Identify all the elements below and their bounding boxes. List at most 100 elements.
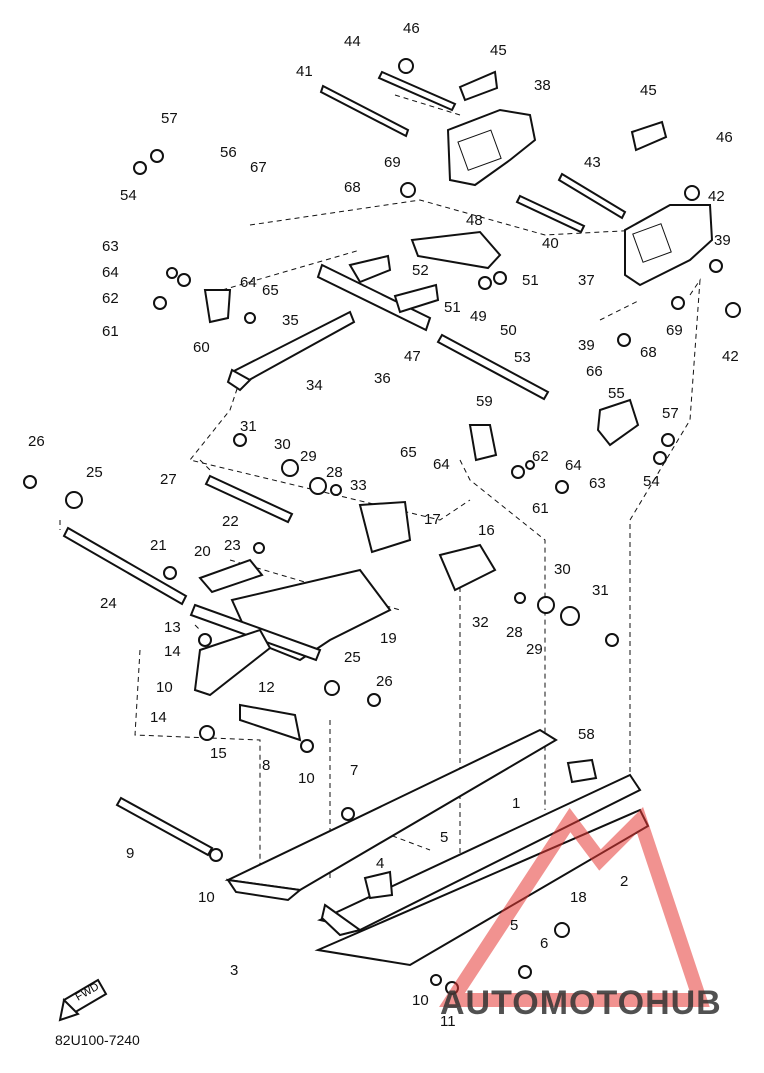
callout-69: 69 xyxy=(384,154,401,171)
cross-rods xyxy=(62,70,627,857)
callout-65: 65 xyxy=(262,282,279,299)
callout-53: 53 xyxy=(514,349,531,366)
callout-25-2: 25 xyxy=(344,649,361,666)
callout-30: 30 xyxy=(274,436,291,453)
callout-62: 62 xyxy=(102,290,119,307)
callout-62-2: 62 xyxy=(532,448,549,465)
callout-28: 28 xyxy=(326,464,343,481)
callout-26-2: 26 xyxy=(376,673,393,690)
callout-57: 57 xyxy=(161,110,178,127)
callout-51: 51 xyxy=(444,299,461,316)
callout-10: 10 xyxy=(156,679,173,696)
callout-25: 25 xyxy=(86,464,103,481)
callout-54: 54 xyxy=(120,187,137,204)
callout-64-4: 64 xyxy=(565,457,582,474)
callout-17: 17 xyxy=(424,511,441,528)
callout-36: 36 xyxy=(374,370,391,387)
callout-35: 35 xyxy=(282,312,299,329)
callout-30-2: 30 xyxy=(554,561,571,578)
callout-56: 56 xyxy=(220,144,237,161)
callout-58: 58 xyxy=(578,726,595,743)
callout-5: 5 xyxy=(440,829,448,846)
callout-39: 39 xyxy=(714,232,731,249)
callout-46-2: 46 xyxy=(716,129,733,146)
callout-63: 63 xyxy=(102,238,119,255)
callout-64-2: 64 xyxy=(240,274,257,291)
callout-68-2: 68 xyxy=(640,344,657,361)
fwd-arrow-icon: FWD xyxy=(58,978,108,1022)
callout-52: 52 xyxy=(412,262,429,279)
callout-39-2: 39 xyxy=(578,337,595,354)
callout-18: 18 xyxy=(570,889,587,906)
callout-61: 61 xyxy=(102,323,119,340)
callout-41: 41 xyxy=(296,63,313,80)
watermark-logo xyxy=(439,807,710,1007)
callout-16: 16 xyxy=(478,522,495,539)
callout-59: 59 xyxy=(476,393,493,410)
callout-24: 24 xyxy=(100,595,117,612)
callout-7: 7 xyxy=(350,762,358,779)
callout-40: 40 xyxy=(542,235,559,252)
callout-42-2: 42 xyxy=(722,348,739,365)
callout-55: 55 xyxy=(608,385,625,402)
callout-43: 43 xyxy=(584,154,601,171)
callout-42: 42 xyxy=(708,188,725,205)
callout-64-3: 64 xyxy=(433,456,450,473)
callout-66: 66 xyxy=(586,363,603,380)
callout-28-2: 28 xyxy=(506,624,523,641)
callout-50: 50 xyxy=(500,322,517,339)
callout-14: 14 xyxy=(164,643,181,660)
callout-19: 19 xyxy=(380,630,397,647)
callout-44: 44 xyxy=(344,33,361,50)
callout-9: 9 xyxy=(126,845,134,862)
callout-68: 68 xyxy=(344,179,361,196)
callout-10-3: 10 xyxy=(198,889,215,906)
brackets xyxy=(446,70,714,287)
callout-26: 26 xyxy=(28,433,45,450)
callout-33: 33 xyxy=(350,477,367,494)
callout-14-2: 14 xyxy=(150,709,167,726)
callout-49: 49 xyxy=(470,308,487,325)
slide-rails xyxy=(224,728,650,967)
callout-38: 38 xyxy=(534,77,551,94)
watermark-brand: AUTOMOTOHUB xyxy=(440,984,722,1022)
callout-10-2: 10 xyxy=(298,770,315,787)
callout-64: 64 xyxy=(102,264,119,281)
callout-29-2: 29 xyxy=(526,641,543,658)
callout-51-2: 51 xyxy=(522,272,539,289)
callout-31-2: 31 xyxy=(592,582,609,599)
callout-37: 37 xyxy=(578,272,595,289)
callout-57-2: 57 xyxy=(662,405,679,422)
suspension-arms xyxy=(203,230,640,462)
callout-labels: 1234556789101010101112131414151617181920… xyxy=(28,20,739,1030)
callout-46: 46 xyxy=(403,20,420,37)
callout-69-2: 69 xyxy=(666,322,683,339)
callout-1: 1 xyxy=(512,795,520,812)
callout-11: 11 xyxy=(440,1013,456,1030)
callout-23: 23 xyxy=(224,537,241,554)
callout-3: 3 xyxy=(230,962,238,979)
callout-15: 15 xyxy=(210,745,227,762)
callout-2: 2 xyxy=(620,873,628,890)
callout-13: 13 xyxy=(164,619,181,636)
callout-48: 48 xyxy=(466,212,483,229)
callout-10-4: 10 xyxy=(412,992,429,1009)
callout-45-2: 45 xyxy=(640,82,657,99)
callout-20: 20 xyxy=(194,543,211,560)
callout-47: 47 xyxy=(404,348,421,365)
callout-32: 32 xyxy=(472,614,489,631)
callout-54-2: 54 xyxy=(643,473,660,490)
lower-assembly xyxy=(189,500,497,742)
callout-22: 22 xyxy=(222,513,239,530)
callout-65-2: 65 xyxy=(400,444,417,461)
callout-61-2: 61 xyxy=(532,500,549,517)
callout-6: 6 xyxy=(540,935,548,952)
callout-4: 4 xyxy=(376,855,384,872)
drawing-code: 82U100-7240 xyxy=(55,1032,140,1048)
callout-31: 31 xyxy=(240,418,257,435)
callout-45: 45 xyxy=(490,42,507,59)
callout-63-2: 63 xyxy=(589,475,606,492)
callout-5-2: 5 xyxy=(510,917,518,934)
assembly-guide-lines xyxy=(59,94,701,880)
